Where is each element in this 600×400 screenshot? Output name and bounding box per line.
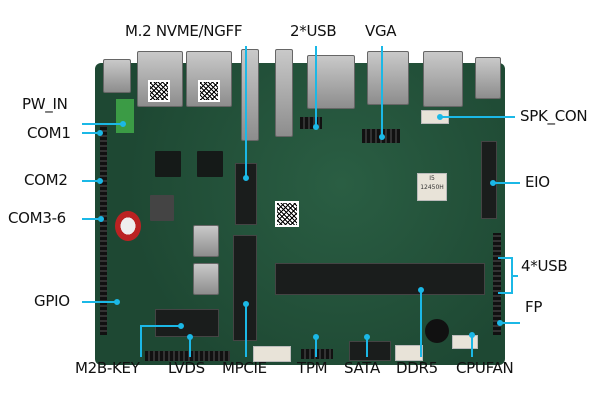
qr-code (275, 201, 299, 227)
label-sata: SATA (344, 359, 380, 377)
label-m2-nvme: M.2 NVME/NGFF (125, 22, 243, 40)
callout-dot (178, 323, 184, 329)
label-com3-6: COM3-6 (8, 209, 66, 227)
label-eio: EIO (525, 173, 550, 191)
label-gpio: GPIO (34, 292, 70, 310)
callout-dot (243, 175, 249, 181)
callout-dot (243, 301, 249, 307)
label-m2b-key: M2B-KEY (75, 359, 140, 377)
label-spk-con: SPK_CON (520, 107, 588, 125)
callout-dot (490, 180, 496, 186)
cpu-model-line2: 12450H (420, 184, 444, 191)
label-com2: COM2 (24, 171, 68, 189)
lvds-header (145, 351, 230, 361)
buzzer (425, 319, 449, 343)
usb-port-2 (423, 51, 463, 107)
callout-dot (97, 178, 103, 184)
callout-bracket (498, 257, 513, 294)
com-header (100, 125, 107, 335)
inductor (150, 195, 174, 221)
label-com1: COM1 (27, 124, 71, 142)
hdmi-port-2 (275, 49, 293, 137)
callout-dot (313, 334, 319, 340)
qr-code (148, 80, 170, 102)
label-vga: VGA (365, 22, 397, 40)
usb-port-1 (367, 51, 409, 105)
cpu-label: I5 12450H (417, 173, 447, 201)
callout-dot (114, 299, 120, 305)
sata-connector (349, 341, 391, 361)
callout-dot (497, 320, 503, 326)
sim-slot-2 (193, 263, 219, 295)
eio-connector (481, 141, 497, 219)
qr-code (198, 80, 220, 102)
connector (253, 346, 291, 362)
label-pw-in: PW_IN (22, 95, 68, 113)
callout-dot (364, 334, 370, 340)
callout-dot (97, 130, 103, 136)
callout-dot (469, 332, 475, 338)
label-2-usb: 2*USB (290, 22, 337, 40)
callout-dot (418, 287, 424, 293)
callout-dot (379, 134, 385, 140)
m2b-key-slot (155, 309, 219, 337)
audio-jack-port (475, 57, 501, 99)
ddr5-slot (275, 263, 485, 295)
callout-dot (313, 124, 319, 130)
label-lvds: LVDS (168, 359, 205, 377)
label-cpufan: CPUFAN (456, 359, 514, 377)
capacitor (115, 211, 141, 241)
label-tpm: TPM (297, 359, 328, 377)
callout-dot (98, 216, 104, 222)
callout-line (140, 325, 181, 357)
dc-jack-port (103, 59, 131, 93)
connector (395, 345, 423, 361)
chip (155, 151, 181, 177)
label-fp: FP (525, 298, 543, 316)
chip (197, 151, 223, 177)
motherboard: I5 12450H (95, 49, 505, 365)
label-4-usb: 4*USB (521, 257, 568, 275)
sim-slot-1 (193, 225, 219, 257)
label-mpcie: MPCIE (222, 359, 267, 377)
usb-fp-headers (493, 233, 501, 335)
callout-dot (187, 334, 193, 340)
callout-dot (120, 121, 126, 127)
label-ddr5: DDR5 (396, 359, 438, 377)
callout-dot (437, 114, 443, 120)
cpu-model-line1: I5 (429, 175, 435, 182)
